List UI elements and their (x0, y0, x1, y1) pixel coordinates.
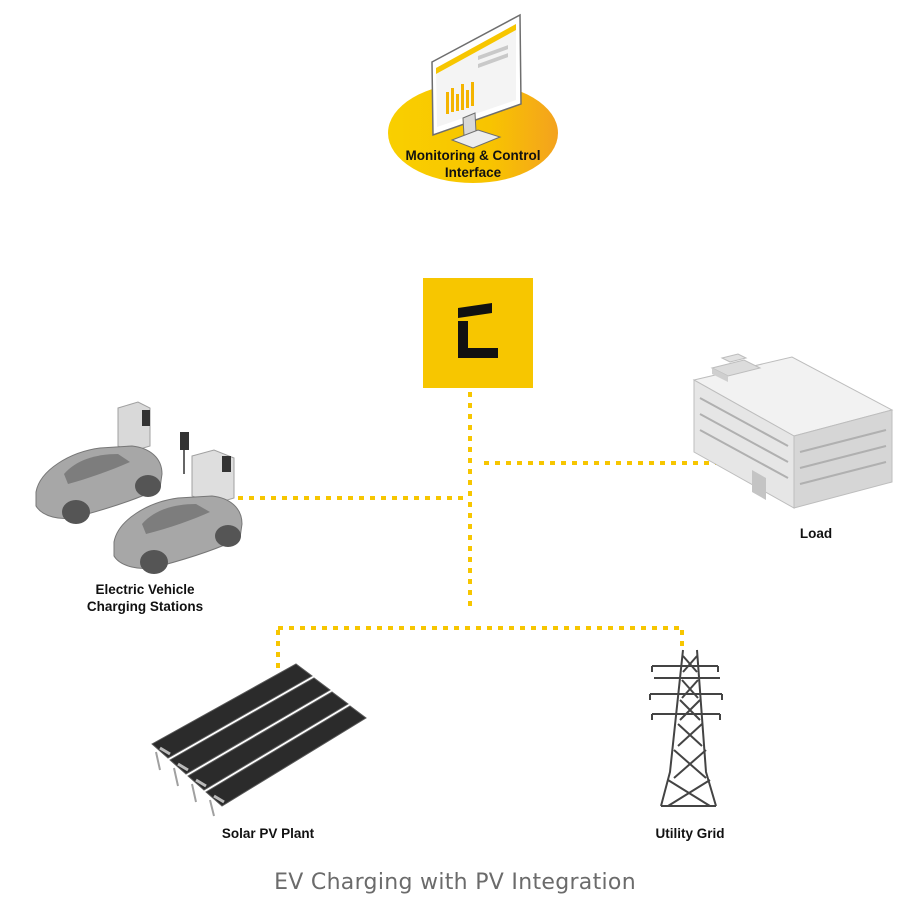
ev-label: Electric Vehicle Charging Stations (60, 581, 230, 615)
connection-lines (236, 188, 716, 680)
monitoring-label-line1: Monitoring & Control (405, 148, 541, 163)
car-back (35, 445, 163, 524)
grid-label: Utility Grid (630, 825, 750, 842)
charging-station-front (180, 432, 235, 505)
building-icon (692, 353, 894, 509)
dotted-power-flow (238, 392, 716, 668)
load-label: Load (776, 525, 856, 542)
monitor-icon (431, 13, 522, 149)
controller-box (423, 278, 533, 388)
grid-label-text: Utility Grid (655, 826, 725, 841)
ev-label-line1: Electric Vehicle (95, 582, 195, 597)
charging-station-back (117, 401, 151, 453)
ev-label-line2: Charging Stations (86, 599, 204, 614)
controller-node (423, 278, 533, 388)
monitoring-label: Monitoring & Control Interface (393, 147, 553, 181)
transmission-tower-icon (649, 649, 723, 807)
monitoring-label-line2: Interface (444, 165, 502, 180)
e-logo-icon (458, 303, 498, 358)
monitoring-node (388, 13, 558, 183)
load-label-text: Load (799, 526, 833, 541)
diagram-caption: EV Charging with PV Integration (274, 870, 636, 895)
electric-car-icon (35, 401, 243, 574)
solar-label-text: Solar PV Plant (221, 826, 315, 841)
solar-panel-icon (151, 663, 367, 817)
solar-label: Solar PV Plant (198, 825, 338, 842)
car-front (113, 495, 243, 574)
